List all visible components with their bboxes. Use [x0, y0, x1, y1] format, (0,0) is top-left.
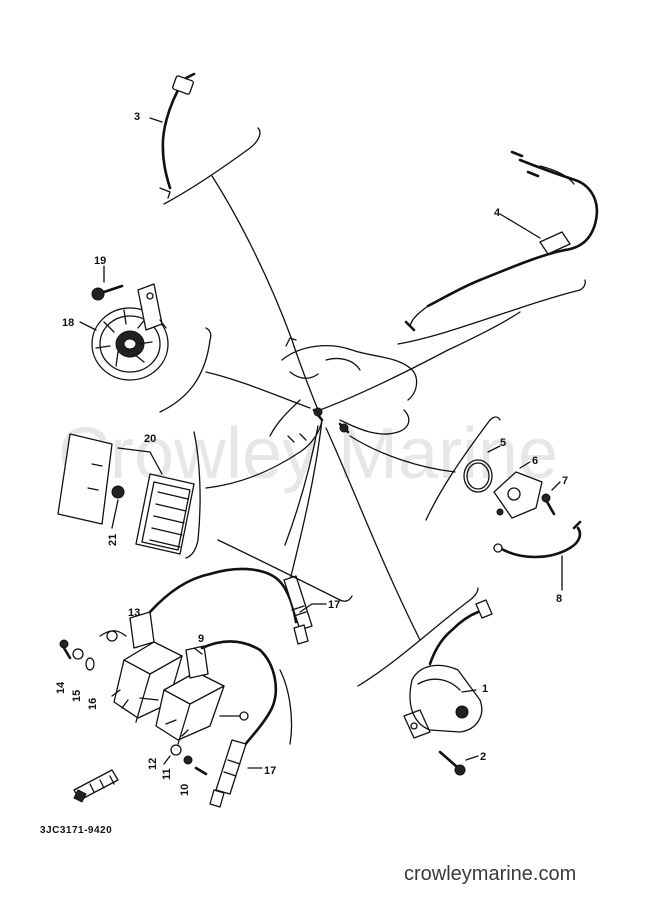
callout-10: 10 [179, 784, 191, 796]
part-20-reflector [57, 431, 201, 559]
callout-18: 18 [62, 317, 74, 329]
callout-7: 7 [562, 475, 568, 487]
callout-5: 5 [500, 437, 506, 449]
callout-4: 4 [494, 207, 501, 219]
callout-19: 19 [94, 255, 106, 267]
wire-harness [205, 175, 521, 641]
part-6-neutral-switch [493, 461, 543, 519]
part-21-screw [111, 485, 125, 529]
part-18-horn [79, 283, 212, 413]
callout-8: 8 [556, 593, 562, 605]
part-5-o-ring [463, 445, 501, 493]
callout-17-upper: 17 [328, 599, 340, 611]
part-1-starter-relay [357, 587, 493, 739]
part-3-lead-wire [149, 72, 261, 205]
callout-leaders [139, 603, 313, 701]
callout-13: 13 [128, 607, 140, 619]
callout-12: 12 [147, 758, 159, 770]
part-2-bolt [438, 750, 479, 776]
part-8-lead-wire [425, 416, 582, 591]
part-17-high-tension-cord-upper [208, 539, 353, 645]
watermark: Crowley Marine [58, 414, 558, 494]
diagram-code: 3JC3171-9420 [40, 825, 112, 836]
part-4-sub-harness [397, 150, 599, 345]
callout-1: 1 [482, 683, 488, 695]
part-19-bolt [91, 265, 124, 301]
callout-21: 21 [107, 534, 119, 546]
spark-plug-cap-icon [73, 769, 119, 803]
callout-20: 20 [144, 433, 156, 445]
callout-2: 2 [480, 751, 486, 763]
callout-3: 3 [134, 111, 140, 123]
site-url[interactable]: crowleymarine.com [404, 863, 576, 885]
callout-14: 14 [55, 681, 67, 694]
callout-17-lower: 17 [264, 765, 276, 777]
part-17-high-tension-cord-lower [209, 648, 293, 808]
callout-11: 11 [161, 768, 173, 780]
part-7-screw [541, 481, 561, 516]
callout-6: 6 [532, 455, 538, 467]
callout-16: 16 [87, 698, 99, 710]
parts-14-15-16-hardware [59, 639, 95, 671]
callout-15: 15 [71, 690, 83, 702]
callout-9: 9 [198, 633, 204, 645]
parts-10-11-12-hardware [163, 744, 208, 776]
frame-outline [269, 337, 418, 443]
